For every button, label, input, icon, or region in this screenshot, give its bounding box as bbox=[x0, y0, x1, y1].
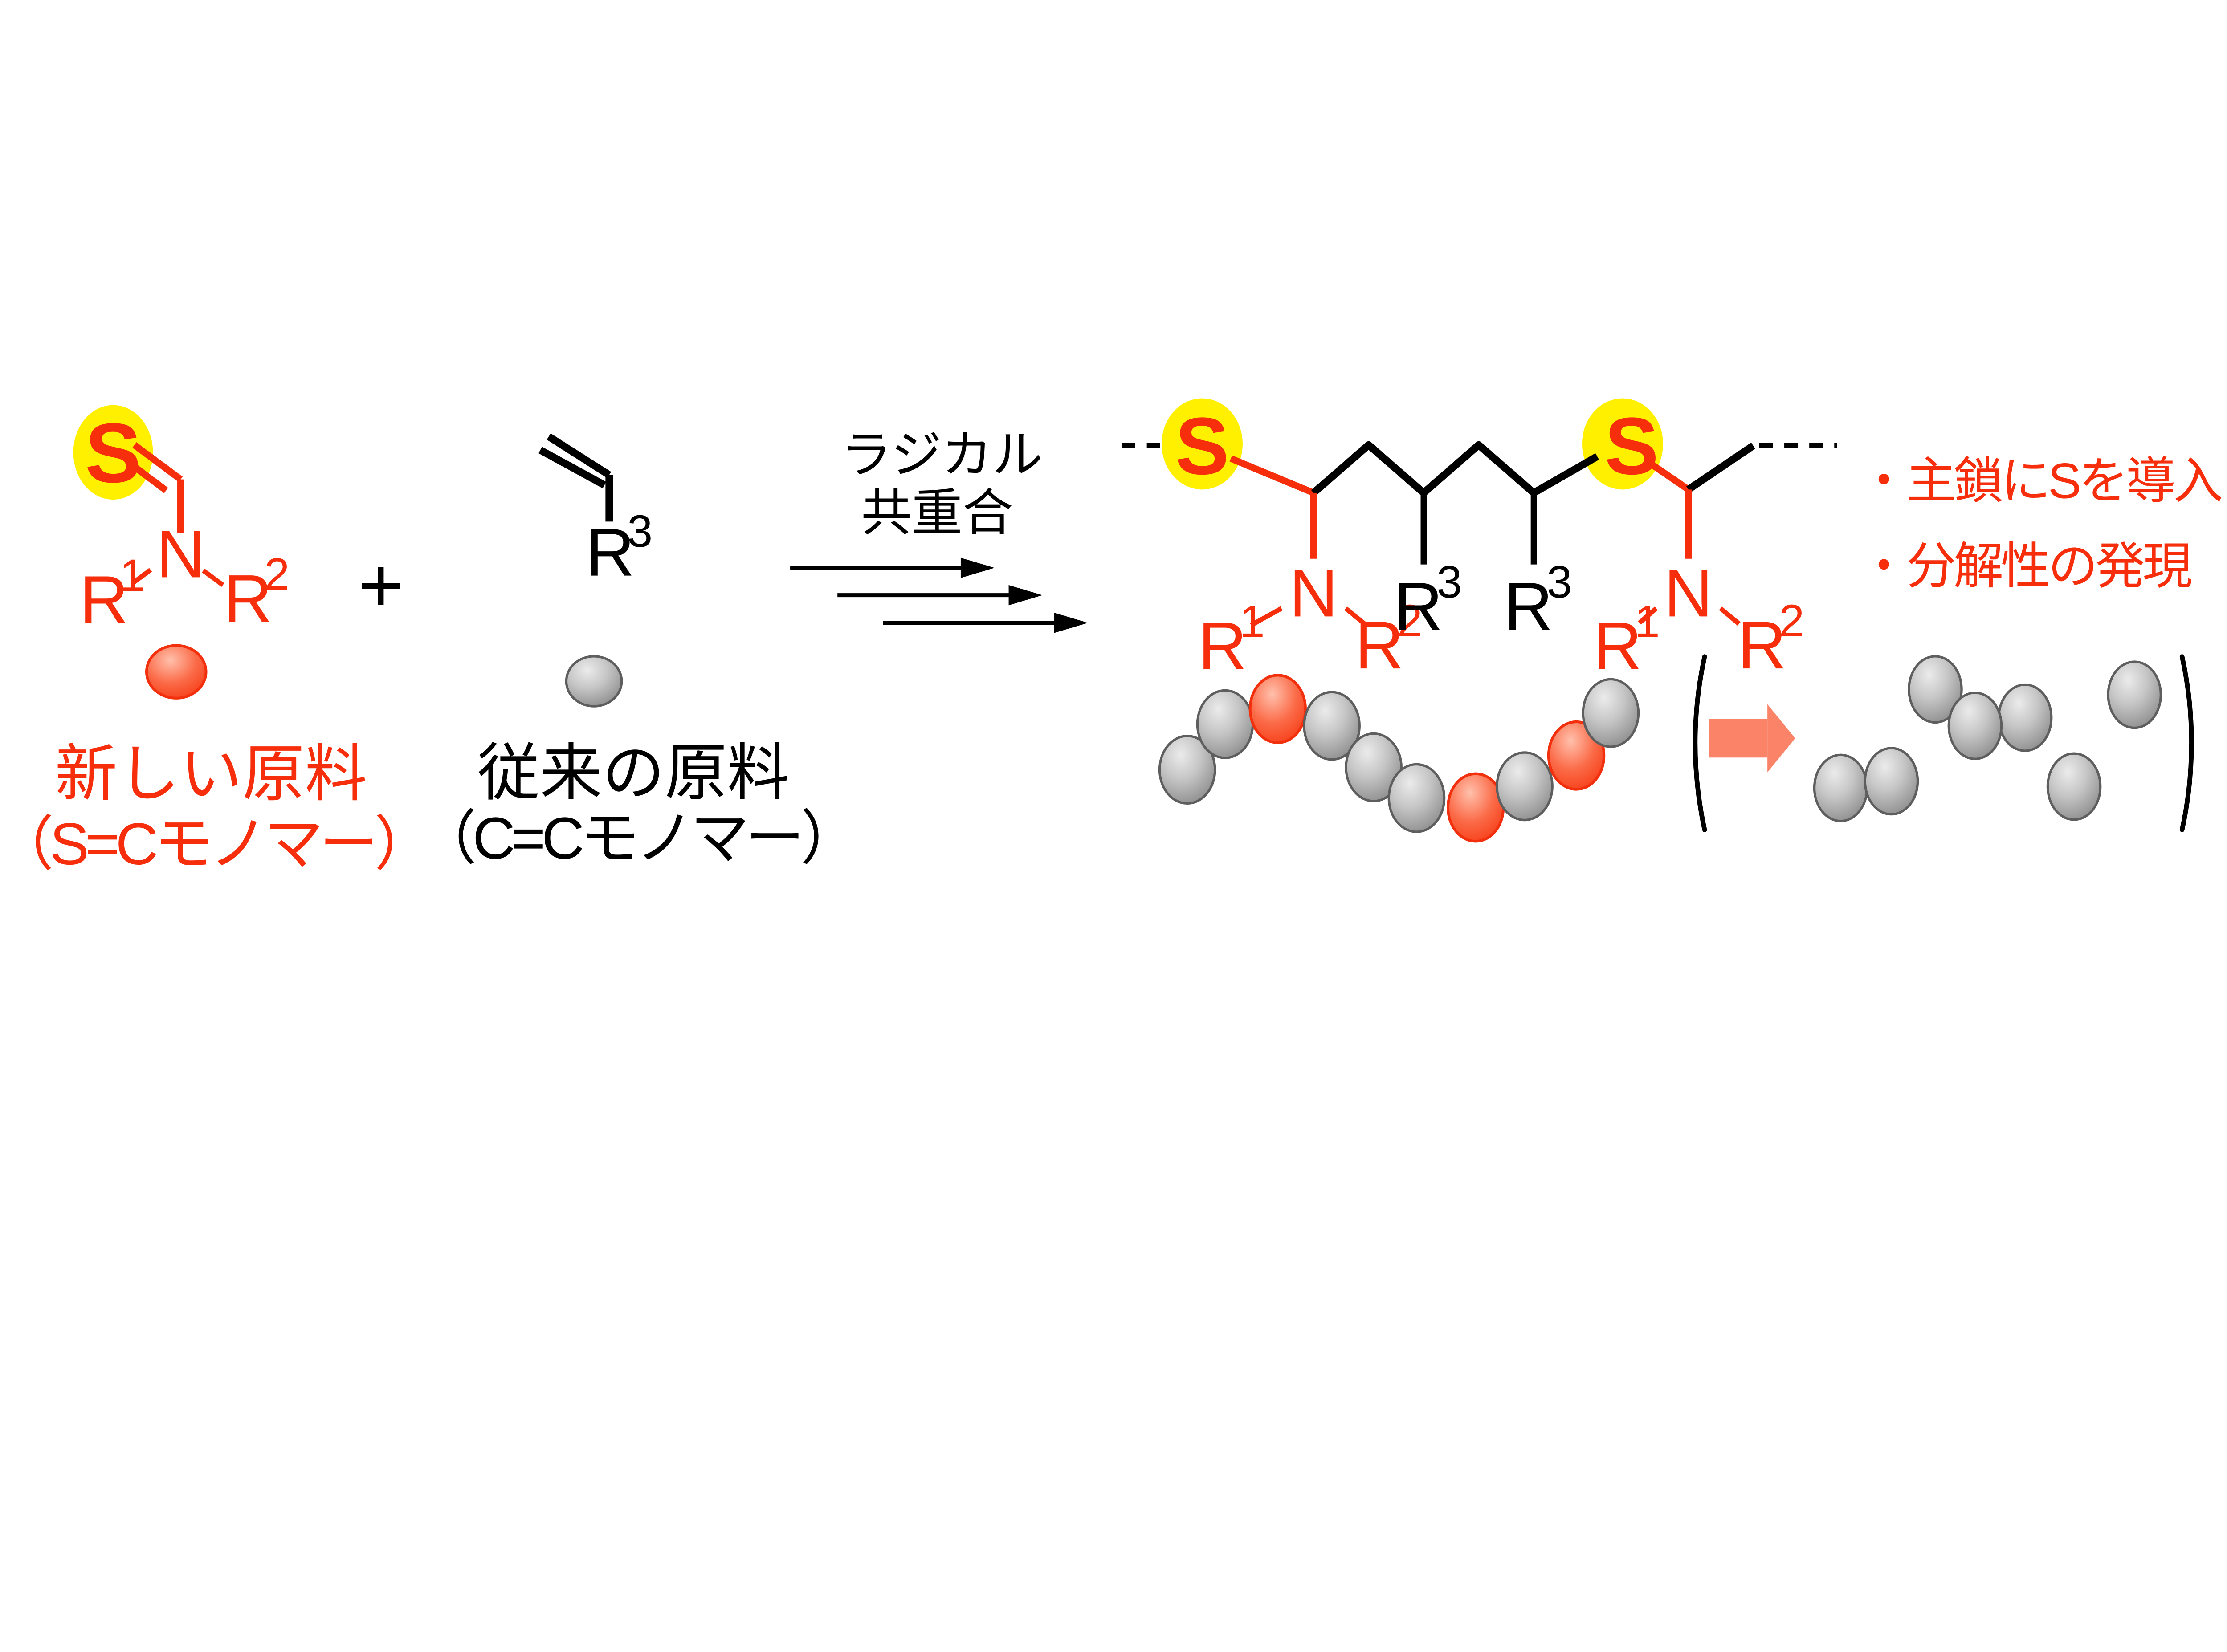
fragment-ball-gray bbox=[1813, 753, 1868, 822]
chain-ball-gray bbox=[1345, 732, 1403, 802]
chain-ball-gray bbox=[1387, 763, 1446, 833]
s2-c-bond bbox=[1646, 459, 1691, 492]
chain-ball-gray bbox=[1303, 691, 1361, 761]
arrow-head-icon bbox=[1054, 613, 1088, 633]
new-monomer-caption-line1: 新しい原料 bbox=[55, 739, 367, 809]
polymer-r1-label-1: R bbox=[1198, 609, 1247, 684]
polymer-r1-superscript-2: 1 bbox=[1635, 596, 1660, 647]
polymer-sulfur-label-1: S bbox=[1175, 400, 1229, 491]
conventional-monomer-caption-line2: （C=Cモノマー） bbox=[418, 806, 856, 871]
close-parenthesis bbox=[2179, 654, 2194, 832]
reaction-arrow-2 bbox=[837, 585, 1043, 606]
fragment-ball-gray bbox=[2046, 752, 2102, 821]
open-parenthesis bbox=[1693, 654, 1707, 832]
r2-label: R bbox=[224, 562, 272, 637]
fragment-ball-gray bbox=[1947, 692, 2003, 760]
polymer-r3-label-2: R bbox=[1504, 569, 1553, 644]
r3-label: R bbox=[586, 515, 635, 590]
backbone-zigzag bbox=[1311, 441, 1599, 497]
polymer-structure: S S N R 1 R 2 N R 1 R 2 R 3 R 3 bbox=[1122, 398, 1837, 684]
chain-ball-gray bbox=[1496, 751, 1554, 822]
polymer-r2-superscript-2: 2 bbox=[1779, 595, 1804, 646]
n2-r1-bond bbox=[1638, 606, 1658, 625]
fragment-ball-gray bbox=[1997, 683, 2053, 752]
gray-monomer-ball bbox=[565, 655, 623, 708]
polymer-r3-label-1: R bbox=[1394, 569, 1443, 644]
thiocarbonyl-double-bond-outer bbox=[132, 442, 183, 482]
fragment-ball-gray bbox=[1908, 655, 1963, 724]
polymer-r1-superscript-1: 1 bbox=[1240, 596, 1265, 647]
product-note-1: ・主鎖にSを導入 bbox=[1859, 452, 2222, 509]
r3-superscript: 3 bbox=[627, 505, 653, 557]
product-note-2: ・分解性の発現 bbox=[1859, 538, 2192, 594]
fragment-ball-gray bbox=[2107, 660, 2162, 729]
vinyl-double-bond-inner bbox=[538, 447, 607, 488]
nitrogen-atom-label: N bbox=[156, 517, 205, 592]
arrow-shaft bbox=[1709, 719, 1768, 758]
polymer-r1-label-2: R bbox=[1593, 609, 1642, 684]
polymer-r2-label-1: R bbox=[1355, 608, 1404, 683]
polymer-nitrogen-label-2: N bbox=[1664, 556, 1713, 631]
reaction-conditions: ラジカル 共重合 bbox=[790, 427, 1088, 633]
reaction-arrow-3 bbox=[883, 613, 1088, 633]
sulfur-highlight-ellipse-1 bbox=[1162, 398, 1243, 490]
copolymerization-diagram: S N R 1 R 2 新しい原料 （S=Cモノマー） + R 3 従来の原料 … bbox=[0, 398, 2225, 877]
vinyl-double-bond-outer bbox=[547, 433, 612, 478]
n-r1-bond bbox=[131, 568, 152, 586]
s1-c-bond bbox=[1229, 455, 1315, 496]
plus-operator: + bbox=[358, 541, 404, 628]
n1-r2-bond bbox=[1344, 606, 1366, 626]
r2-superscript: 2 bbox=[264, 548, 290, 599]
sulfur-atom-label: S bbox=[85, 406, 141, 500]
polymer-sulfur-label-2: S bbox=[1605, 400, 1659, 491]
conventional-monomer-caption-line1: 従来の原料 bbox=[477, 738, 790, 808]
backbone-end-bond bbox=[1686, 442, 1755, 493]
chain-ball-gray bbox=[1196, 689, 1254, 759]
chain-ball-gray bbox=[1582, 678, 1640, 748]
polymer-nitrogen-label-1: N bbox=[1289, 556, 1338, 631]
product-notes: ・主鎖にSを導入 ・分解性の発現 bbox=[1859, 452, 2225, 594]
red-monomer-ball bbox=[145, 644, 208, 700]
fragment-ball-gray bbox=[1864, 747, 1919, 816]
n2-r2-bond bbox=[1719, 606, 1741, 626]
r1-superscript: 1 bbox=[120, 549, 145, 601]
monomer-conventional-structure: R 3 従来の原料 （C=Cモノマー） bbox=[418, 433, 860, 871]
arrow-head-icon bbox=[1008, 585, 1043, 606]
new-monomer-caption-line2: （S=Cモノマー） bbox=[0, 811, 429, 877]
chain-ball-red bbox=[1446, 772, 1505, 843]
reaction-condition-line2: 共重合 bbox=[861, 485, 1013, 541]
degradation-parenthetical bbox=[1693, 654, 2194, 832]
figure-page: S N R 1 R 2 新しい原料 （S=Cモノマー） + R 3 従来の原料 … bbox=[0, 398, 2225, 877]
chain-ball-gray bbox=[1158, 735, 1216, 805]
n-r2-bond bbox=[202, 569, 224, 587]
polymer-r3-superscript-1: 3 bbox=[1437, 556, 1462, 607]
chain-ball-red bbox=[1547, 720, 1606, 791]
n1-r1-bond bbox=[1250, 606, 1283, 627]
arrow-head-icon bbox=[960, 557, 995, 578]
polymer-ball-chain bbox=[1158, 674, 1640, 843]
sulfur-highlight-ellipse bbox=[73, 405, 153, 500]
polymer-r2-superscript-1: 2 bbox=[1397, 595, 1423, 646]
monomer-new-structure: S N R 1 R 2 新しい原料 （S=Cモノマー） bbox=[0, 405, 433, 877]
reaction-arrow-1 bbox=[790, 557, 995, 578]
r1-label: R bbox=[80, 562, 128, 638]
polymer-r3-superscript-2: 3 bbox=[1547, 556, 1572, 607]
thiocarbonyl-double-bond-inner bbox=[125, 458, 168, 493]
degradation-arrow-icon bbox=[1709, 704, 1795, 773]
chain-ball-red bbox=[1248, 674, 1307, 744]
reaction-condition-line1: ラジカル bbox=[841, 427, 1043, 484]
polymer-r2-label-2: R bbox=[1738, 608, 1786, 683]
arrow-head-icon bbox=[1767, 704, 1795, 773]
sulfur-highlight-ellipse-2 bbox=[1582, 398, 1663, 490]
